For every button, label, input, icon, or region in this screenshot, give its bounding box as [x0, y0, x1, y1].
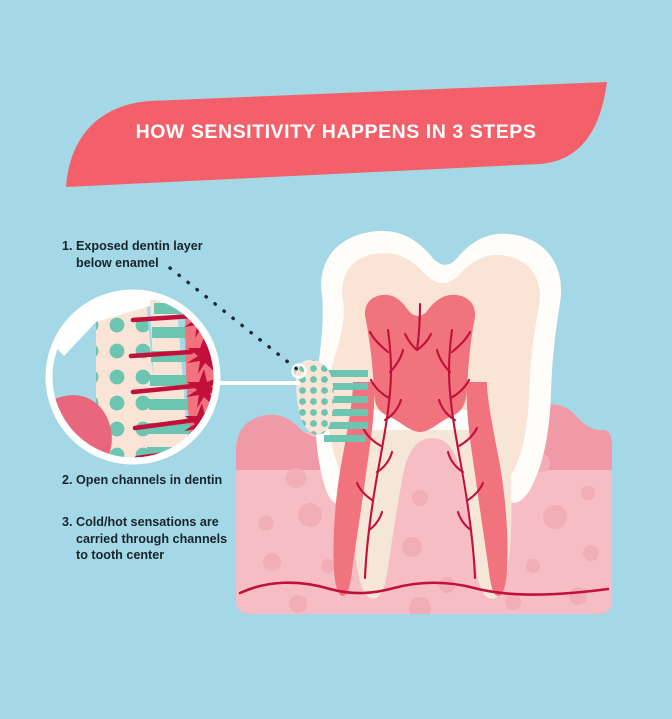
exposed-dentin-patch [291, 359, 334, 435]
root-dentin [353, 430, 512, 599]
nerve-branches [355, 302, 485, 580]
title-banner [66, 82, 607, 187]
step-label-2: 2. Open channels in dentin [62, 473, 223, 487]
magnifier-circle [45, 289, 221, 465]
dentin-tubule-stripes [318, 370, 368, 442]
blood-vessel-line [238, 581, 610, 596]
step-label-1: 1. Exposed dentin layer below enamel [62, 239, 203, 270]
pulp-chamber [333, 294, 508, 596]
gum-spots [258, 454, 599, 614]
step-label-3: 3. Cold/hot sensations are carried throu… [62, 515, 228, 563]
